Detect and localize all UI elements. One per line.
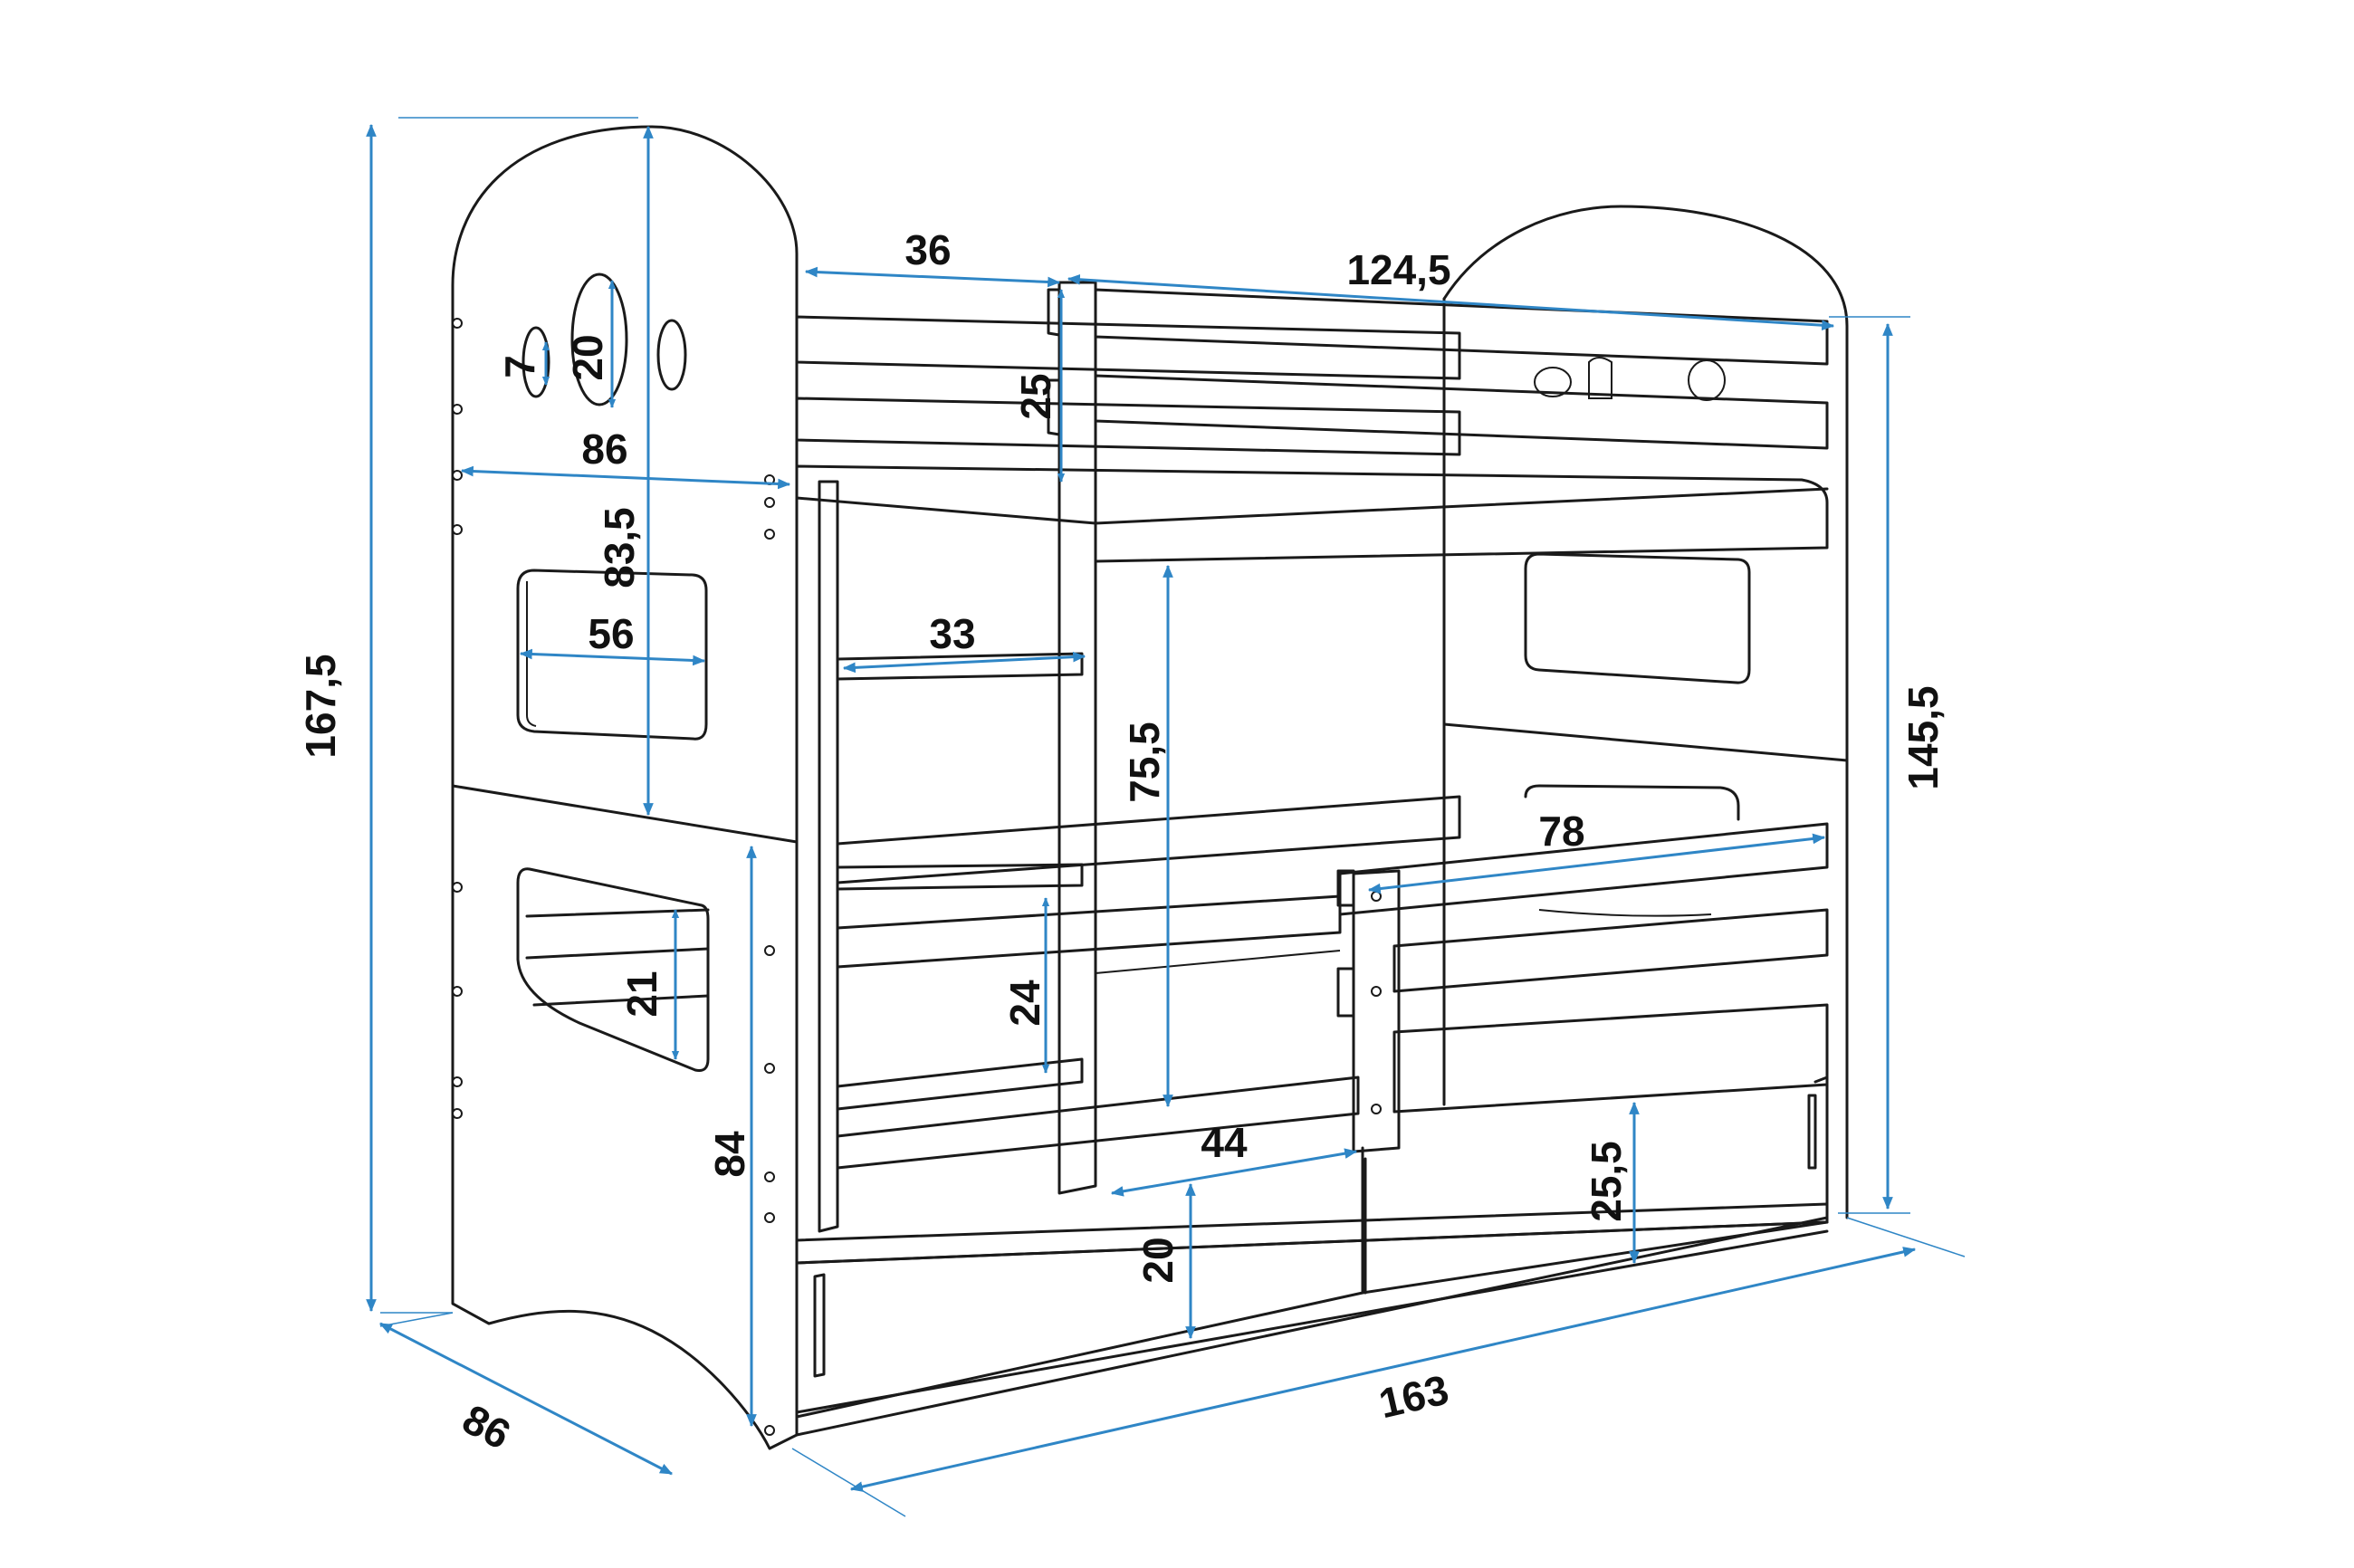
right-end-panel — [1442, 205, 1849, 1219]
upper-window — [516, 569, 708, 741]
dimension-arrows — [366, 123, 1917, 1492]
arrow-top-rail-gap — [804, 266, 1061, 288]
arrow-ladder-width — [842, 651, 1086, 674]
arrow-guard-length — [1367, 833, 1826, 894]
lower-window — [516, 867, 710, 1072]
label-ladder-width: 33 — [929, 610, 975, 657]
label-end-width: 86 — [581, 425, 627, 473]
label-entry-gap: 44 — [1201, 1119, 1248, 1166]
label-low-window-height: 21 — [618, 970, 665, 1017]
label-top-length: 124,5 — [1346, 246, 1450, 293]
arrow-top-length — [1067, 273, 1835, 331]
arrow-end-width — [460, 465, 791, 490]
label-top-rail-gap: 36 — [904, 226, 951, 273]
label-head-height: 83,5 — [596, 507, 643, 588]
label-drawer-front-height: 25,5 — [1583, 1141, 1630, 1222]
arrow-length-bottom — [849, 1247, 1917, 1492]
upper-guard-rails — [795, 288, 1829, 563]
arrow-depth-bottom — [378, 1322, 674, 1476]
arrow-entry-gap — [1110, 1148, 1358, 1197]
lower-bed-rails — [836, 784, 1829, 1170]
label-total-height: 167,5 — [297, 654, 344, 758]
label-bed-clearance: 75,5 — [1121, 722, 1168, 803]
panel-hole-right — [656, 319, 687, 391]
panel-screws — [452, 318, 775, 1436]
arrow-window-width — [519, 648, 706, 666]
label-hole-diam: 20 — [564, 334, 611, 380]
label-top-rail-height: 25 — [1012, 373, 1059, 419]
right-panel-window — [1524, 552, 1751, 684]
label-height-right: 145,5 — [1899, 685, 1947, 789]
dimension-labels: 167,5 86 163 145,5 36 124,5 25 86 83,5 2… — [297, 226, 1947, 1458]
label-small-hole: 7 — [496, 355, 543, 378]
left-panel-split — [451, 784, 799, 844]
label-guard-length: 78 — [1538, 808, 1584, 855]
label-lower-frame-height: 84 — [706, 1131, 753, 1178]
panel-hole-large — [570, 272, 628, 406]
label-length-bottom: 163 — [1374, 1365, 1452, 1427]
label-drawer-height: 20 — [1134, 1237, 1182, 1283]
label-window-width: 56 — [588, 610, 634, 657]
label-ladder-step: 24 — [1001, 980, 1048, 1027]
drawer-base — [795, 1076, 1829, 1437]
left-end-panel — [451, 125, 799, 1450]
label-depth-bottom: 86 — [455, 1395, 519, 1458]
ladder — [818, 281, 1097, 1233]
